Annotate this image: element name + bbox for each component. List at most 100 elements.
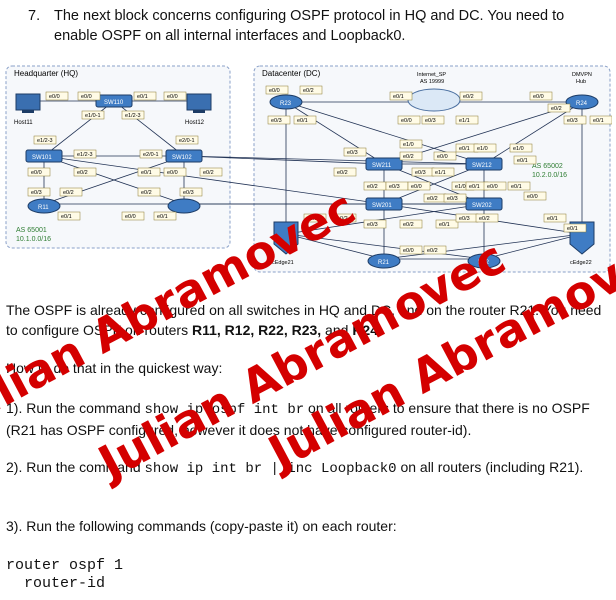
hq-port-label: e0/2 [77,170,88,176]
hq-port-box [45,91,69,101]
hq-port-box [73,149,97,159]
host12-icon [186,93,212,113]
dc-port-box [563,223,587,233]
dc-port-label: e0/2 [303,88,314,94]
hq-port-box [163,167,187,177]
dc-port-box [529,91,553,101]
intro-text-a: The OSPF is already configured on all sw… [6,302,602,338]
dc-port-box [399,219,423,229]
intro-routers: R11, R12, R22, R23, [191,322,322,338]
r21-label: R21 [378,260,390,266]
paragraph-how: How to do that in the quickest way: [6,360,223,376]
paragraph-intro: The OSPF is already configured on all sw… [6,300,610,340]
r11-label: R11 [38,205,49,211]
dc-port-label: e0/3 [347,150,358,156]
dc-port-box [475,213,499,223]
hq-port-box [57,211,81,221]
dc-port-label: e1/0 [403,142,414,148]
hq-port-box [137,187,161,197]
hq-title: Headquarter (HQ) [14,69,78,78]
dc-port-box [389,91,413,101]
hq-port-label: e0/3 [183,190,194,196]
dc-port-label: e1/0 [455,184,466,190]
dc-port-label: e0/3 [271,118,282,124]
hq-port-label: e0/1 [61,214,72,220]
sw202-label: SW202 [472,203,492,209]
cedge21-icon [273,221,299,255]
dc-port-label: e0/1 [517,158,528,164]
dc-port-box [443,193,467,203]
dc-port-box [299,85,323,95]
r21-icon [367,253,401,269]
dmvpn-label: DMVPN [572,72,592,78]
r11-icon [27,198,61,214]
dc-port-box [399,245,423,255]
hq-port-box [121,211,145,221]
sw202-icon [465,197,503,211]
dc-port-label: e0/2 [403,154,414,160]
dc-port-label: e0/2 [479,216,490,222]
dc-port-label: e0/0 [411,184,422,190]
dc-port-labels: e0/0 e0/2 e0/3 e0/1 e0/1 e0/2 e0/0 e0/3 e1/1 e0/0… [265,85,613,255]
dc-port-box [407,181,431,191]
dc-port-label: e0/0 [401,118,412,124]
step-1-text-b: on all routers to ensure that there is n… [6,400,590,438]
cloud-icon [407,88,461,112]
r23-icon [269,94,303,110]
dc-port-label: e0/2 [337,170,348,176]
hq-port-label: e2/0-1 [179,138,195,144]
r23-label: R23 [280,101,292,107]
hq-port-box [27,167,51,177]
dc-port-box [363,219,387,229]
dc-port-label: e0/0 [527,194,538,200]
hq-port-box [59,187,83,197]
hq-port-label: e0/2 [141,190,152,196]
host11-label: Host11 [14,120,33,126]
dc-port-box [265,85,289,95]
dc-port-label: e0/2 [403,222,414,228]
r24-label: R24 [576,101,588,107]
dc-port-box [509,143,533,153]
dc-port-label: e0/3 [459,216,470,222]
dc-port-box [523,191,547,201]
dc-port-box [563,115,587,125]
dc-port-label: e1/0 [513,146,524,152]
dc-port-label: e1/1 [435,170,446,176]
hq-port-label: e0/3 [31,190,42,196]
dc-port-label: e0/1 [567,226,578,232]
dc-port-label: e0/0 [403,248,414,254]
dc-port-label: e0/3 [367,222,378,228]
dc-port-box [333,213,357,223]
hq-port-label: e0/0 [125,214,136,220]
dc-port-label: e0/0 [437,154,448,160]
dc-port-box [399,139,423,149]
dc-port-label: e0/1 [439,222,450,228]
hq-port-label: e0/2 [203,170,214,176]
dc-port-label: e0/2 [367,184,378,190]
hq-port-label: e0/1 [157,214,168,220]
hq-port-box [199,167,223,177]
hq-port-label: e1/2-3 [37,138,53,144]
hq-port-label: e1/2-3 [77,152,93,158]
sw201-label: SW201 [372,203,392,209]
dc-port-box [293,115,317,125]
host12-label: Host12 [185,120,205,126]
hq-as-label: AS 65001 [16,227,47,234]
hq-port-label: e0/1 [141,170,152,176]
dc-port-box [507,181,531,191]
dc-port-label: e0/1 [469,184,480,190]
hq-port-label: e0/0 [49,94,60,100]
hq-port-label: e0/0 [167,170,178,176]
sw110-icon [95,94,133,108]
sw212-icon [465,157,503,171]
dc-port-box [459,91,483,101]
network-diagram: Headquarter (HQ) Datacenter (DC) [4,64,613,274]
dc-port-box [483,181,507,191]
dc-port-label: e1/0 [477,146,488,152]
dc-port-box [543,213,567,223]
dc-port-box [421,115,445,125]
dc-port-box [433,151,457,161]
hub-label: Hub [576,79,586,85]
sw101-icon [25,149,63,163]
dc-port-label: e0/1 [307,216,318,222]
